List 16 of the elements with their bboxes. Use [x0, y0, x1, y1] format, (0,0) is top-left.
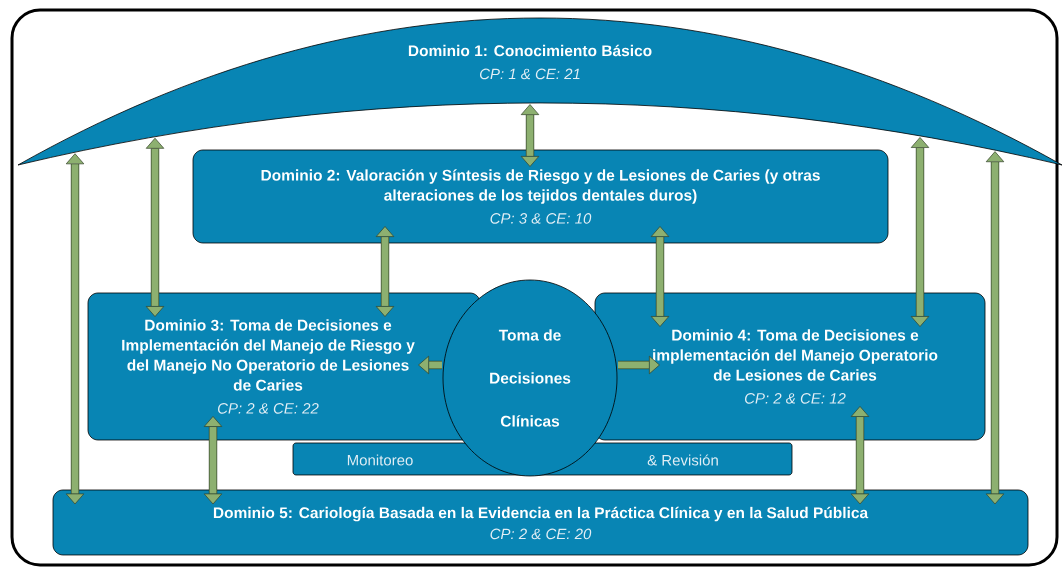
node-label: Dominio 1: Conocimiento Básico	[408, 44, 652, 57]
double-arrow	[650, 226, 670, 327]
double-arrow	[65, 153, 85, 505]
double-arrow	[910, 137, 930, 327]
double-arrow	[985, 151, 1005, 505]
double-arrow	[850, 406, 870, 505]
double-arrow	[375, 226, 395, 317]
double-arrow	[203, 416, 223, 505]
double-arrow	[520, 104, 540, 167]
double-arrow	[145, 137, 165, 317]
domain-box: Dominio 5: Cariología Basada en la Evidencia en la Práctica Clínica y en la Salud Pública CP: 2 & CE: 20	[52, 489, 1029, 556]
domain-box: Dominio 3: Toma de Decisiones e Implementación del Manejo de Riesgo y del Manejo No Operatorio de Lesiones de Caries CP: 2 & CE: 22	[87, 292, 481, 441]
domain-box: Dominio 4: Toma de Decisiones e implementación del Manejo Operatorio de Lesiones de Caries CP: 2 & CE: 12	[594, 292, 986, 441]
domain-box: Dominio 2: Valoración y Síntesis de Riesgo y de Lesiones de Caries (y otras alteraciones de los tejidos dentales duros) CP: 3 & CE: 10	[192, 149, 889, 244]
node-label: CP: 1 & CE: 21	[479, 68, 580, 80]
arch-band: Dominio 1: Conocimiento Básico CP: 1 & CE: 21	[17, 17, 1062, 166]
